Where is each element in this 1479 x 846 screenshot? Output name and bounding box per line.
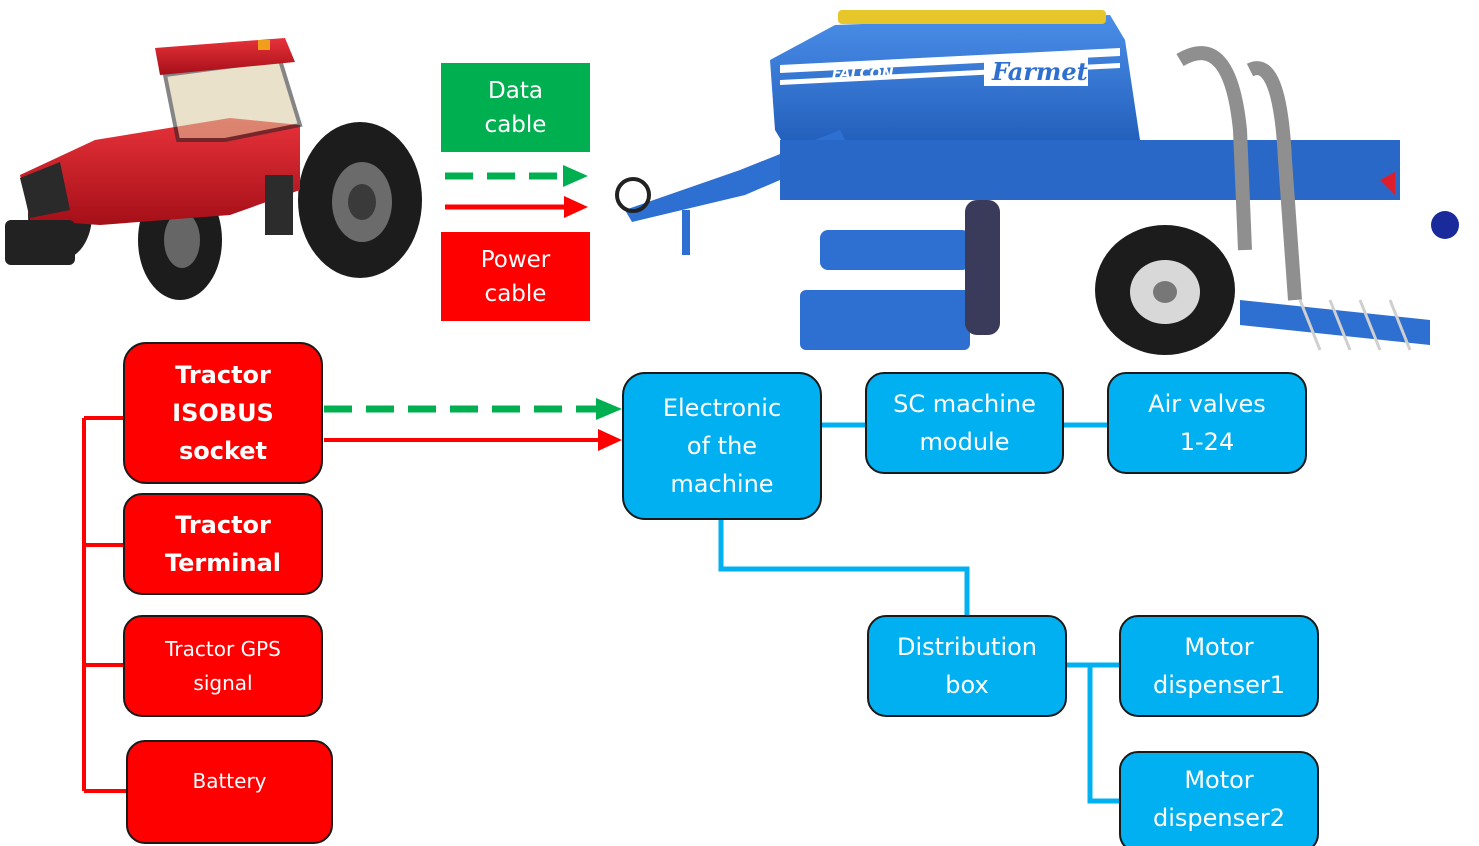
node-motor-dispenser2 [1119,751,1319,846]
isobus-power-connection [324,429,622,451]
legend-data-arrowhead [563,165,588,187]
node-tractor-gps [123,615,323,717]
machine-model-text: FALCON [832,66,894,82]
node-tractor-terminal [123,493,323,595]
legend-power-swatch [441,232,590,321]
seed-drill-illustration: FALCON Farmet [615,10,1459,355]
node-distribution-box [867,615,1067,717]
tractor-illustration [5,38,422,300]
node-tractor-isobus-socket [123,342,323,484]
machine-bus-lines [718,422,1120,804]
legend [441,63,590,321]
power-bus-lines [82,416,127,793]
node-sc-machine-module [865,372,1064,474]
node-air-valves [1107,372,1307,474]
legend-data-swatch [441,63,590,152]
isobus-data-connection [324,398,622,420]
legend-power-arrowhead [564,196,588,218]
machine-brand-text: Farmet [991,57,1088,86]
node-electronic-machine [622,372,822,520]
node-motor-dispenser1 [1119,615,1319,717]
node-battery [126,740,333,844]
